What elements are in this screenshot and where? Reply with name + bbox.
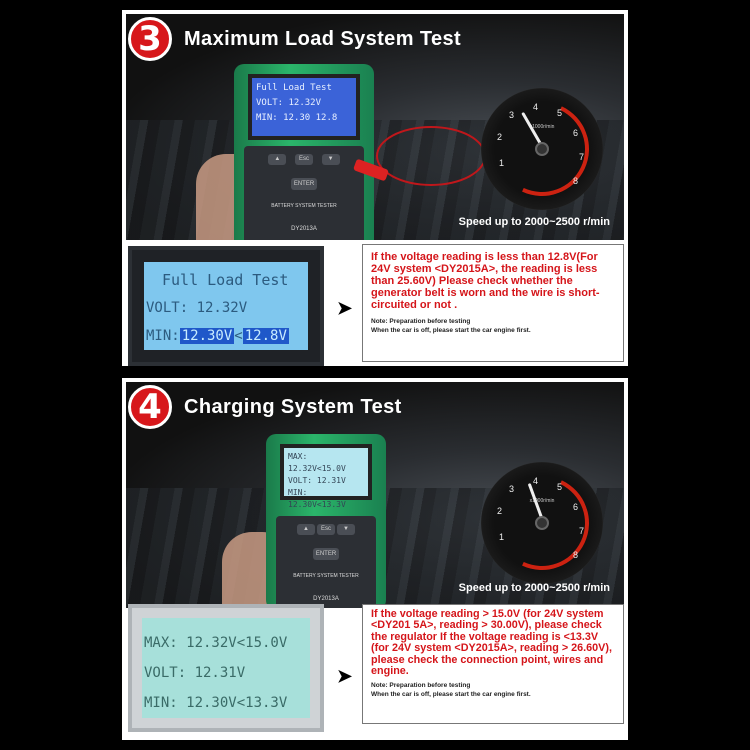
step-badge: 4: [128, 385, 172, 429]
instruction-box: If the voltage reading > 15.0V (for 24V …: [362, 604, 624, 724]
down-key: ▼: [337, 524, 355, 535]
gauge-number: 1: [499, 158, 505, 168]
down-key: ▼: [321, 154, 340, 165]
lcd-volt: VOLT: 12.31V: [144, 665, 246, 681]
instruction-text: If the voltage reading > 15.0V (for 24V …: [371, 608, 612, 678]
lcd-min: MIN: 12.30V<13.3V: [144, 695, 288, 711]
preparation-note: Note: Preparation before testing When th…: [371, 681, 613, 699]
gauge-number: 5: [557, 108, 563, 118]
arrow-icon: ➤: [337, 298, 353, 318]
lcd-display: Full Load Test VOLT: 12.32V MIN:12.30V<1…: [144, 262, 308, 350]
preparation-note-text: When the car is off, please start the ca…: [371, 327, 531, 334]
device-screen-line: MIN: 12.30 12.8: [256, 111, 352, 126]
engine-photo: 3 Maximum Load System Test Full Load Tes…: [126, 14, 624, 240]
esc-key: Esc: [317, 524, 335, 535]
panel-header: 3 Maximum Load System Test: [126, 14, 624, 64]
lcd-min-row: MIN:12.30V<12.8V: [146, 322, 306, 350]
tachometer-gauge: 1 2 3 4 5 6 7 8 x1000r/min: [481, 88, 603, 210]
speed-caption: Speed up to 2000~2500 r/min: [458, 582, 610, 594]
panel-header: 4 Charging System Test: [126, 382, 624, 432]
tachometer-gauge: 1 2 3 4 5 6 7 8 x1000r/min: [481, 462, 603, 584]
device-screen-line: VOLT: 12.32V: [256, 98, 322, 108]
gauge-hub: [535, 516, 549, 530]
device-screen-line: Full Load Test: [256, 83, 332, 93]
engine-photo: 4 Charging System Test MAX: 12.32V<15.0V…: [126, 382, 624, 608]
lcd-volt: VOLT: 12.32V: [146, 300, 248, 316]
gauge-number: 6: [573, 502, 579, 512]
up-key: ▲: [297, 524, 315, 535]
device-body: ▲ Esc ▼ ENTER BATTERY SYSTEM TESTER DY20…: [244, 146, 364, 240]
charging-system-test-panel: 4 Charging System Test MAX: 12.32V<15.0V…: [122, 378, 628, 740]
maximum-load-test-panel: 3 Maximum Load System Test Full Load Tes…: [122, 10, 628, 366]
gauge-number: 2: [497, 132, 503, 142]
gauge-number: 3: [509, 484, 515, 494]
lcd-title: Full Load Test: [162, 271, 289, 289]
arrow-icon: ➤: [337, 666, 353, 686]
device-label: BATTERY SYSTEM TESTER: [271, 203, 337, 209]
device-screen-line: VOLT: 12.31V: [288, 476, 346, 485]
enter-key: ENTER: [291, 178, 317, 190]
gauge-hub: [535, 142, 549, 156]
gauge-number: 5: [557, 482, 563, 492]
panel-title: Maximum Load System Test: [184, 27, 462, 50]
gauge-number: 1: [499, 532, 505, 542]
device-keypad: ▲ Esc ▼: [264, 154, 344, 165]
red-cable: [376, 126, 486, 186]
device-model: DY2013A: [313, 596, 339, 602]
lcd-display: MAX: 12.32V<15.0V VOLT: 12.31V MIN: 12.3…: [142, 618, 310, 718]
step-badge: 3: [128, 17, 172, 61]
esc-key: Esc: [294, 154, 313, 165]
speed-caption: Speed up to 2000~2500 r/min: [458, 216, 610, 228]
preparation-note-title: Note: Preparation before testing: [371, 318, 471, 325]
battery-tester-device: Full Load Test VOLT: 12.32V MIN: 12.30 1…: [234, 64, 374, 240]
lcd-closeup: Full Load Test VOLT: 12.32V MIN:12.30V<1…: [128, 246, 324, 366]
lcd-max: MAX: 12.32V<15.0V: [144, 635, 288, 651]
gauge-number: 2: [497, 506, 503, 516]
gauge-number: 7: [579, 152, 585, 162]
gauge-unit: x1000r/min: [529, 124, 555, 130]
device-label: BATTERY SYSTEM TESTER: [293, 573, 359, 579]
device-screen: MAX: 12.32V<15.0V VOLT: 12.31V MIN: 12.3…: [280, 444, 372, 509]
gauge-number: 3: [509, 110, 515, 120]
device-screen: Full Load Test VOLT: 12.32V MIN: 12.30 1…: [248, 74, 360, 140]
device-screen-value: 12.30: [283, 113, 311, 123]
gauge-number: 8: [573, 550, 579, 560]
gauge-number: 6: [573, 128, 579, 138]
device-screen-line: MAX: 12.32V<15.0V: [288, 452, 346, 473]
enter-key: ENTER: [313, 548, 339, 560]
device-screen-line: MIN: 12.30V<13.3V: [288, 488, 346, 509]
lcd-min-limit: 12.8V: [242, 328, 289, 344]
gauge-number: 8: [573, 176, 579, 186]
battery-tester-device: MAX: 12.32V<15.0V VOLT: 12.31V MIN: 12.3…: [266, 434, 386, 608]
device-keypad: ▲ Esc ▼: [296, 524, 356, 535]
lcd-min-value: 12.30V: [179, 328, 235, 344]
gauge-number: 7: [579, 526, 585, 536]
preparation-note-title: Note: Preparation before testing: [371, 682, 471, 690]
panel-title: Charging System Test: [184, 395, 402, 418]
device-screen-limit: 12.8: [315, 113, 338, 123]
device-body: ▲ Esc ▼ ENTER BATTERY SYSTEM TESTER DY20…: [276, 516, 376, 608]
gauge-unit: x1000r/min: [529, 498, 555, 504]
instruction-box: If the voltage reading is less than 12.8…: [362, 244, 624, 362]
preparation-note-text: When the car is off, please start the ca…: [371, 691, 531, 699]
device-screen-label: MIN:: [256, 113, 278, 123]
gauge-number: 4: [533, 476, 539, 486]
lcd-closeup: MAX: 12.32V<15.0V VOLT: 12.31V MIN: 12.3…: [128, 604, 324, 732]
lcd-min-label: MIN:: [146, 328, 180, 344]
device-model: DY2013A: [291, 226, 317, 232]
preparation-note: Note: Preparation before testing When th…: [371, 317, 613, 335]
lcd-min-sep: <: [234, 328, 243, 344]
up-key: ▲: [268, 154, 287, 165]
gauge-number: 4: [533, 102, 539, 112]
instruction-text: If the voltage reading is less than 12.8…: [371, 251, 600, 311]
